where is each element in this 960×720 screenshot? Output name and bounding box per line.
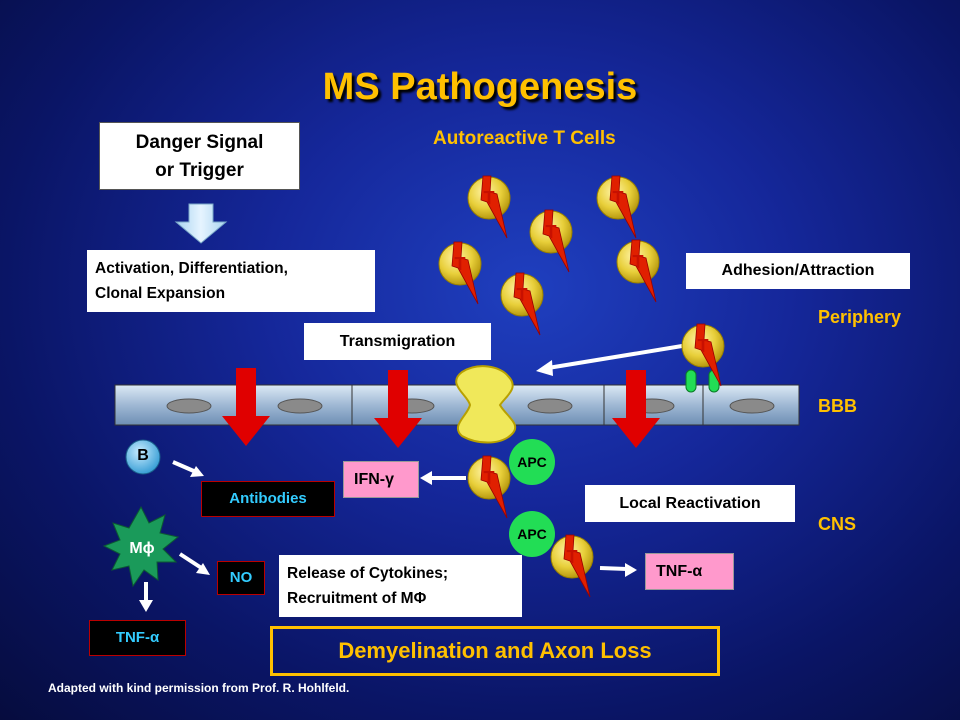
t-cell: T: [596, 175, 640, 239]
m-to-no-arrow: [178, 552, 210, 575]
b-to-antibody-arrow: [172, 460, 204, 477]
t-cell-label: T: [455, 254, 466, 274]
migration-arrow: [536, 344, 683, 376]
t-cell: T: [616, 239, 660, 303]
apc-cell: [509, 511, 555, 557]
t-cell-label: T: [698, 336, 709, 356]
t-cell-label: T: [517, 285, 528, 305]
t-cell: T: [529, 209, 573, 273]
m-to-tnf-arrow: [139, 582, 153, 612]
red-down-arrow: [374, 370, 422, 448]
danger-signal-box: Danger Signal or Trigger: [99, 122, 300, 190]
page-title: MS Pathogenesis: [322, 66, 638, 108]
t-cell: T: [438, 241, 482, 305]
tnf-alpha-box-cns: TNF-α: [645, 553, 734, 590]
apc-cell: [509, 439, 555, 485]
danger-down-arrow: [174, 203, 228, 244]
t-cell-label: T: [546, 222, 557, 242]
b-cell-label: B: [137, 447, 149, 464]
b-cell: [125, 439, 161, 475]
t-cell-bolt: [542, 209, 570, 273]
t-cell-bolt: [563, 534, 591, 598]
tnf-alpha-box-macrophage: TNF-α: [89, 620, 186, 656]
t-cell: T: [467, 455, 511, 519]
macrophage-label: Mϕ: [129, 540, 155, 557]
apc-label: APC: [517, 454, 547, 470]
t-cell-bolt: [451, 241, 479, 305]
cytokines-box: Release of Cytokines; Recruitment of MΦ: [279, 555, 522, 617]
t-cell-bolt: [629, 239, 657, 303]
red-down-arrow: [222, 368, 270, 446]
local-reactivation-box: Local Reactivation: [585, 485, 795, 522]
t-cell: T: [500, 272, 544, 336]
credit-text: Adapted with kind permission from Prof. …: [48, 681, 350, 695]
t-cell-bolt: [513, 272, 541, 336]
t-cell-label: T: [613, 188, 624, 208]
macrophage-cell: [102, 505, 180, 588]
t-cell: T: [467, 175, 511, 239]
t-cell-label: T: [633, 252, 644, 272]
t-cell-bolt: [609, 175, 637, 239]
adhesion-box: Adhesion/Attraction: [686, 253, 910, 289]
no-box: NO: [217, 561, 265, 595]
apc-label: APC: [517, 526, 547, 542]
t-cell-label: T: [567, 547, 578, 567]
periphery-label: Periphery: [818, 307, 902, 327]
t-cell: T: [681, 323, 725, 387]
bbb-barrier: [114, 384, 800, 426]
ifn-gamma-box: IFN-γ: [343, 461, 419, 498]
t-cell: T: [550, 534, 594, 598]
t-to-tnf-arrow: [599, 563, 637, 577]
antibodies-box: Antibodies: [201, 481, 335, 517]
t-to-ifn-arrow: [420, 471, 466, 485]
demyelination-box: Demyelination and Axon Loss: [270, 626, 720, 676]
t-cell-bolt: [480, 175, 508, 239]
transmigration-box: Transmigration: [304, 323, 491, 360]
t-cell-label: T: [484, 468, 495, 488]
cns-label: CNS: [818, 514, 857, 534]
bbb-opening: [455, 365, 517, 444]
t-cell-bolt: [694, 323, 722, 387]
bbb-label: BBB: [818, 396, 857, 416]
t-cell-bolt: [480, 455, 508, 519]
t-cell-label: T: [484, 188, 495, 208]
autoreactive-t-cells-label: Autoreactive T Cells: [433, 128, 616, 149]
activation-box: Activation, Differentiation, Clonal Expa…: [87, 250, 375, 312]
red-down-arrow: [612, 370, 660, 448]
